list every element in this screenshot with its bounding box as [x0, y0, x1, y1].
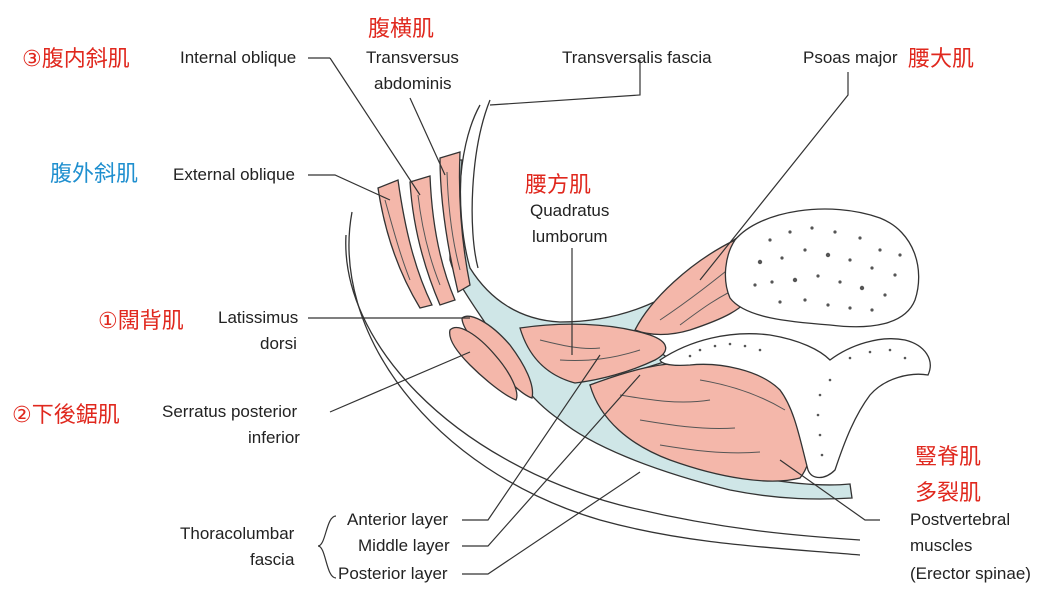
jp-label-erector: 豎脊肌: [915, 445, 981, 470]
english-labels: Internal oblique Transversus abdominis T…: [162, 48, 1031, 583]
jp-label-latissimus: ①闊背肌: [98, 309, 184, 334]
external-oblique-muscle: [377, 179, 433, 309]
label-latissimus-2: dorsi: [260, 334, 297, 353]
japanese-labels: ③腹内斜肌 腹横肌 腰大肌 腹外斜肌 腰方肌 ①闊背肌 ②下後鋸肌 豎脊肌 多裂…: [12, 17, 981, 506]
label-transversalis-fascia: Transversalis fascia: [562, 48, 712, 67]
label-anterior-layer: Anterior layer: [347, 510, 448, 529]
label-posterior-layer: Posterior layer: [338, 564, 448, 583]
vertebral-body: [724, 208, 920, 328]
bone-texture: [688, 226, 907, 457]
label-postvertebral-2: muscles: [910, 536, 972, 555]
vertebral-arch: [659, 333, 931, 479]
jp-label-transversus: 腹横肌: [368, 17, 434, 42]
label-latissimus-1: Latissimus: [218, 308, 298, 327]
leader-lines: [308, 57, 880, 579]
label-external-oblique: External oblique: [173, 165, 295, 184]
vertebra: [659, 208, 931, 479]
internal-oblique-muscle: [409, 175, 456, 306]
quadratus-lumborum-muscle: [519, 323, 667, 384]
label-quadratus-2: lumborum: [532, 227, 608, 246]
label-psoas-major: Psoas major: [803, 48, 898, 67]
jp-label-psoas: 腰大肌: [908, 47, 974, 72]
label-postvertebral-3: (Erector spinae): [910, 564, 1031, 583]
jp-label-multifidus: 多裂肌: [915, 481, 981, 506]
jp-label-external-oblique: 腹外斜肌: [50, 162, 138, 187]
label-serratus-2: inferior: [248, 428, 300, 447]
jp-label-quadratus: 腰方肌: [525, 173, 591, 198]
jp-label-serratus: ②下後鋸肌: [12, 403, 120, 428]
label-thoracolumbar-1: Thoracolumbar: [180, 524, 295, 543]
jp-label-internal-oblique: ③腹内斜肌: [22, 47, 130, 72]
label-thoracolumbar-2: fascia: [250, 550, 295, 569]
label-serratus-1: Serratus posterior: [162, 402, 297, 421]
label-middle-layer: Middle layer: [358, 536, 450, 555]
label-quadratus-1: Quadratus: [530, 201, 609, 220]
label-transversus-2: abdominis: [374, 74, 452, 93]
abdominal-wall-muscles: [377, 151, 471, 309]
label-internal-oblique: Internal oblique: [180, 48, 296, 67]
label-postvertebral-1: Postvertebral: [910, 510, 1010, 529]
label-transversus-1: Transversus: [366, 48, 459, 67]
serratus-posterior-muscle: [449, 327, 518, 401]
